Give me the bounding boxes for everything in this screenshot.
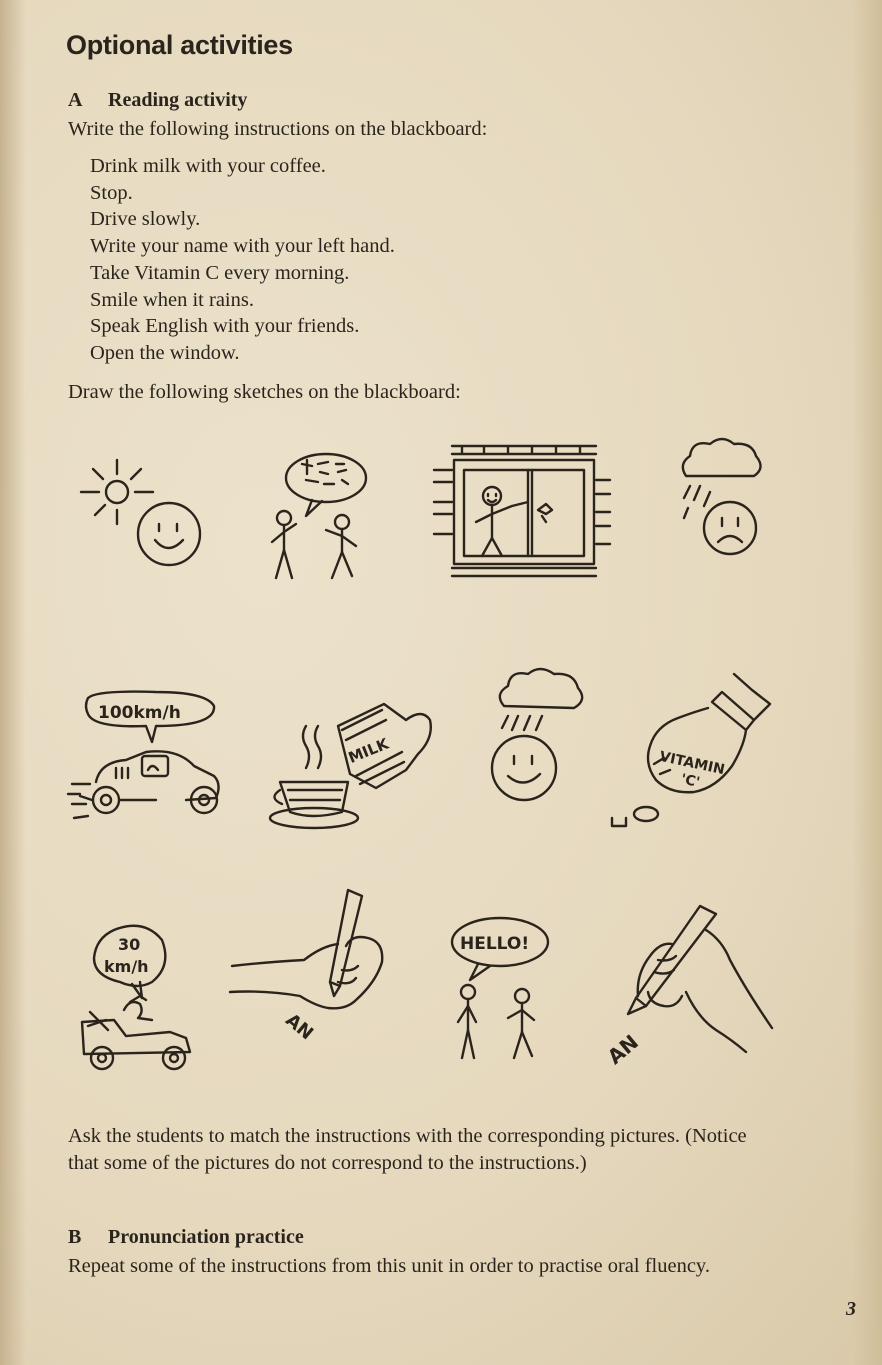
hello-label: HELLO!	[460, 934, 529, 954]
instruction-item: Smile when it rains.	[90, 288, 254, 311]
section-a-title: Reading activity	[108, 89, 248, 111]
instruction-item: Open the window.	[90, 341, 240, 364]
sketch-rain-sad-face	[676, 434, 768, 564]
sketch-hello-speech: HELLO!	[446, 914, 558, 1064]
section-b-text: Repeat some of the instructions from thi…	[68, 1255, 710, 1277]
sketch-car-100kmh: 100km/h	[66, 688, 226, 828]
sketch-rain-happy-face	[488, 664, 592, 804]
sketch-vitamin-c-bottle: VITAMIN 'C'	[604, 668, 774, 833]
sketch-right-hand-writing: AN	[596, 900, 776, 1070]
sketch-intro: Draw the following sketches on the black…	[68, 381, 461, 403]
speed-label-100: 100km/h	[98, 703, 181, 723]
instruction-item: Drink milk with your coffee.	[90, 155, 326, 177]
page-edge-shadow-left	[0, 0, 26, 1365]
sketch-two-people-talking	[262, 450, 372, 585]
vitamin-label-line2: 'C'	[679, 771, 701, 791]
speed-label-30: 30	[118, 935, 140, 954]
section-a-closing: Ask the students to match the instructio…	[68, 1125, 747, 1174]
instruction-item: Take Vitamin C every morning.	[90, 261, 350, 284]
section-b-letter: B	[68, 1226, 82, 1248]
page-title: Optional activities	[66, 30, 293, 60]
section-a-letter: A	[68, 89, 83, 111]
page-number: 3	[846, 1298, 856, 1320]
instruction-item: Write your name with your left hand.	[90, 235, 395, 258]
sketch-open-window	[432, 440, 612, 585]
section-a-heading: A Reading activity	[68, 89, 247, 112]
sketch-milk-and-coffee: MILK	[268, 690, 432, 830]
instruction-item: Drive slowly.	[90, 208, 201, 231]
sketch-jeep-30kmh: 30 km/h	[74, 920, 214, 1080]
instruction-item: Speak English with your friends.	[90, 315, 360, 338]
section-b-title: Pronunciation practice	[108, 1226, 304, 1248]
instruction-list: Drink milk with your coffee. Stop. Drive…	[90, 153, 395, 367]
handwriting-right: AN	[281, 1010, 317, 1045]
sketch-sun-smiley	[75, 452, 215, 577]
handwriting-left: AN	[603, 1030, 643, 1069]
instruction-item: Stop.	[90, 181, 133, 204]
page-edge-shadow-right	[852, 0, 882, 1365]
section-b-heading: B Pronunciation practice	[68, 1226, 304, 1249]
speed-label-kmh: km/h	[104, 957, 149, 976]
sketch-left-hand-writing: AN	[226, 886, 386, 1046]
section-a-intro: Write the following instructions on the …	[68, 118, 488, 140]
